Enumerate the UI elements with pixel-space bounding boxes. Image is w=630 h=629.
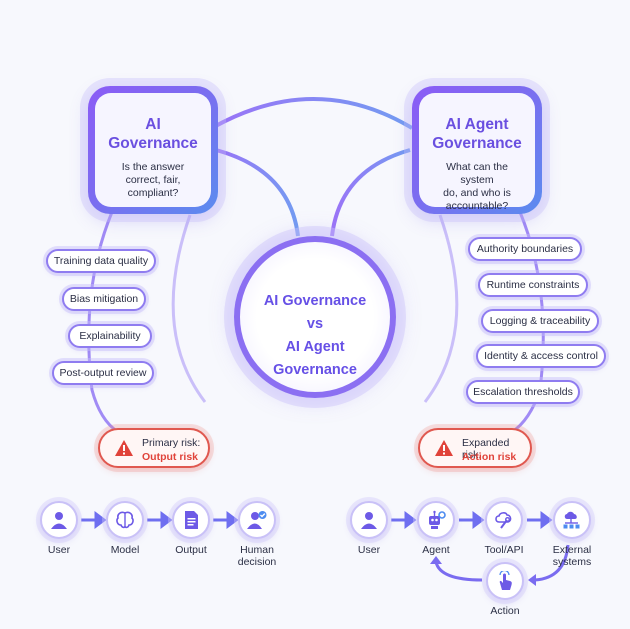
flow-label-user-left: User <box>47 544 71 556</box>
flow-label-external-systems-line2: systems <box>552 556 592 568</box>
person-check-icon <box>247 511 267 529</box>
ai-governance-question-line3: compliant? <box>127 187 179 199</box>
center-line1: AI Governance <box>263 293 367 309</box>
brain-icon <box>116 511 134 529</box>
flow-node-action <box>486 562 524 600</box>
flow-label-tool-api: Tool/API <box>484 544 524 556</box>
center-line4: Governance <box>273 362 357 378</box>
ai-agent-governance-question-line3: accountable? <box>445 200 509 212</box>
flow-label-user-right: User <box>357 544 381 556</box>
cloud-tool-icon <box>495 512 512 529</box>
ai-governance-box: AI Governance Is the answer correct, fai… <box>88 86 218 214</box>
network-icon <box>563 511 580 529</box>
right-item-runtime-constraints: Runtime constraints <box>478 273 588 297</box>
flow-label-human-decision-line1: Human <box>240 544 274 556</box>
right-item-identity-access-control: Identity & access control <box>476 344 606 368</box>
primary-risk-value: Output risk <box>142 451 199 463</box>
flow-label-model: Model <box>110 544 140 556</box>
ai-agent-governance-title-line1: AI Agent <box>445 116 509 133</box>
ai-governance-question-line1: Is the answer <box>121 161 185 173</box>
center-line2: vs <box>306 316 324 332</box>
ai-agent-governance-question-line2: do, and who is <box>443 187 511 199</box>
expanded-risk-value: Action risk <box>462 451 517 463</box>
flow-node-output <box>172 501 210 539</box>
ai-governance-title-line1: AI <box>145 116 161 133</box>
document-icon <box>185 511 198 529</box>
right-item-escalation-thresholds: Escalation thresholds <box>466 380 580 404</box>
flow-node-tool-api <box>485 501 523 539</box>
hand-tap-icon <box>499 571 512 590</box>
primary-risk-badge: Primary risk: Output risk <box>98 428 210 468</box>
flow-label-action: Action <box>490 605 520 617</box>
left-item-bias-mitigation: Bias mitigation <box>62 287 146 311</box>
left-item-explainability: Explainability <box>68 324 152 348</box>
flow-node-human-decision <box>238 501 276 539</box>
left-item-training-data: Training data quality <box>46 249 156 273</box>
flow-label-output: Output <box>175 544 207 556</box>
primary-risk-label: Primary risk: <box>142 437 201 449</box>
warning-icon <box>435 440 453 456</box>
flow-node-external-systems <box>553 501 591 539</box>
right-item-logging-traceability: Logging & traceability <box>481 309 599 333</box>
ai-governance-title-line2: Governance <box>108 135 198 152</box>
ai-agent-governance-title-line2: Governance <box>432 135 522 152</box>
flow-label-agent: Agent <box>422 544 450 556</box>
expanded-risk-badge: Expanded risk: Action risk <box>418 428 532 468</box>
user-icon <box>51 512 67 529</box>
left-item-post-output-review: Post-output review <box>52 361 154 385</box>
flow-label-human-decision-line2: decision <box>237 556 277 568</box>
robot-icon <box>429 510 446 529</box>
center-comparison-circle: AI Governance vs AI Agent Governance <box>234 236 396 398</box>
right-item-authority-boundaries: Authority boundaries <box>468 237 582 261</box>
flow-label-external-systems-line1: External <box>552 544 592 556</box>
center-line3: AI Agent <box>285 339 345 355</box>
ai-agent-governance-box: AI Agent Governance What can the system … <box>412 86 542 214</box>
warning-icon <box>115 440 133 456</box>
ai-agent-governance-question-line1: What can the system <box>446 161 508 186</box>
flow-node-model <box>106 501 144 539</box>
flow-node-user-right <box>350 501 388 539</box>
user-icon <box>361 512 377 529</box>
flow-node-agent <box>417 501 455 539</box>
ai-governance-question-line2: correct, fair, <box>125 174 181 186</box>
flow-node-user-left <box>40 501 78 539</box>
expanded-risk-label: Expanded risk: <box>462 437 510 461</box>
